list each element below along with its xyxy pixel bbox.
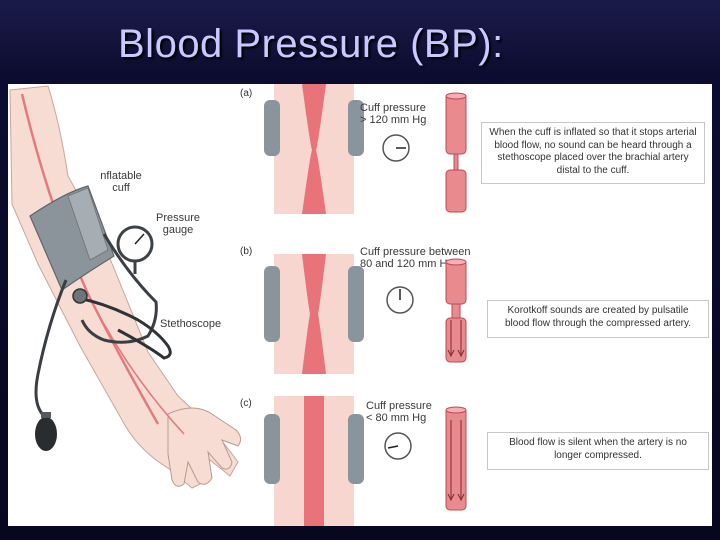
panel-a-letter: (a) (240, 88, 252, 99)
panel-c-pressure: Cuff pressure < 80 mm Hg (366, 400, 432, 425)
panel-a-pressure-line2: > 120 mm Hg (360, 114, 426, 126)
gauge-label-line2: gauge (150, 224, 206, 236)
panel-a-pressure: Cuff pressure > 120 mm Hg (360, 102, 426, 127)
gauge-label-line1: Pressure (150, 212, 206, 224)
arm-illustration (8, 84, 243, 526)
panel-c-gauge-icon (382, 430, 414, 462)
panel-a-note: When the cuff is inflated so that it sto… (481, 122, 705, 184)
panel-c-note: Blood flow is silent when the artery is … (487, 432, 709, 470)
panel-a-artery-section (264, 84, 374, 214)
panel-c-pressure-line1: Cuff pressure (366, 400, 432, 412)
gauge-label: Pressure gauge (150, 212, 206, 237)
panel-c-letter: (c) (240, 398, 252, 409)
panel-c-artery-section (264, 396, 374, 526)
cuff-label-line2: cuff (94, 182, 148, 194)
stethoscope-chestpiece (73, 289, 87, 303)
panel-c-pressure-line2: < 80 mm Hg (366, 412, 432, 424)
slide-title: Blood Pressure (BP): (118, 22, 504, 67)
stethoscope-label: Stethoscope (160, 318, 236, 330)
inflation-bulb (35, 417, 57, 451)
panel-b-artery-section (264, 254, 374, 374)
bulb-valve (41, 412, 51, 418)
panel-b-letter: (b) (240, 246, 252, 257)
cuff-label: nflatable cuff (94, 170, 148, 195)
panel-b-note: Korotkoff sounds are created by pulsatil… (487, 300, 709, 338)
panel-a-artery-tube (438, 92, 474, 216)
bp-measurement-figure: nflatable cuff Pressure gauge Stethoscop… (8, 84, 712, 526)
cuff-label-line1: nflatable (94, 170, 148, 182)
panel-c-artery-tube (438, 406, 474, 516)
panel-a-gauge-icon (380, 132, 412, 164)
panel-b-gauge-icon (384, 284, 416, 316)
panel-b-pressure-line1: Cuff pressure between (360, 246, 470, 258)
panel-b-artery-tube (438, 258, 474, 368)
panel-a-pressure-line1: Cuff pressure (360, 102, 426, 114)
